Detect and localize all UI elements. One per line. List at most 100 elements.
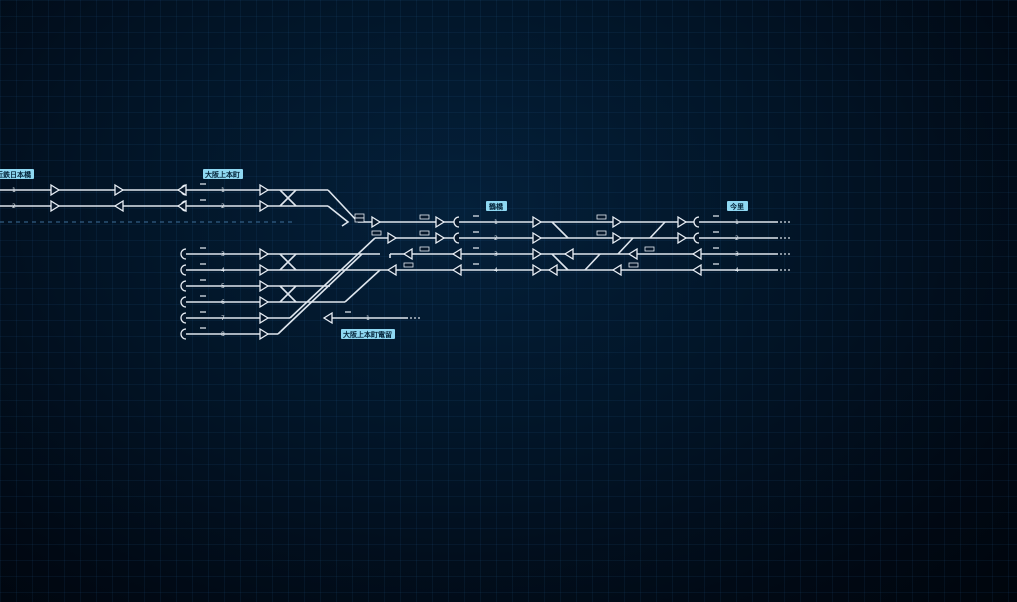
- signal-right-icon[interactable]: [612, 215, 623, 229]
- station-name: 今里: [729, 202, 744, 211]
- signal-right-icon[interactable]: [50, 199, 61, 213]
- train-indicator[interactable]: [354, 213, 365, 219]
- buffer-stop-icon: [180, 248, 187, 260]
- signal-right-icon[interactable]: [532, 215, 543, 229]
- signal-right-icon[interactable]: [435, 215, 446, 229]
- signal-right-icon[interactable]: [677, 215, 688, 229]
- station-name: 近鉄日本橋: [0, 170, 32, 179]
- train-indicator[interactable]: [596, 214, 607, 220]
- signal-right-icon[interactable]: [259, 295, 270, 309]
- train-indicator[interactable]: [371, 230, 382, 236]
- track-number: 7: [221, 315, 225, 322]
- signal-right-icon[interactable]: [259, 263, 270, 277]
- station-label-nipponbashi[interactable]: 近鉄日本橋: [0, 169, 34, 179]
- ellipsis-icon: [780, 237, 790, 239]
- signals[interactable]: [50, 183, 702, 341]
- track-number: 1: [366, 315, 370, 322]
- signal-left-icon[interactable]: [691, 263, 702, 277]
- buffer-stop-icon: [180, 312, 187, 324]
- signal-right-icon[interactable]: [612, 231, 623, 245]
- signal-left-icon[interactable]: [322, 311, 333, 325]
- track-main-2-converge: [327, 205, 350, 227]
- signal-left-icon[interactable]: [563, 247, 574, 261]
- signal-right-icon[interactable]: [435, 231, 446, 245]
- signal-left-icon[interactable]: [402, 247, 413, 261]
- station-name: 鶴橋: [489, 202, 504, 211]
- signal-right-icon[interactable]: [532, 247, 543, 261]
- track-lines: [0, 189, 778, 335]
- signal-right-icon[interactable]: [532, 263, 543, 277]
- train-indicator[interactable]: [644, 246, 655, 252]
- signal-right-icon[interactable]: [259, 279, 270, 293]
- track-main-1-converge: [327, 189, 359, 223]
- buffer-stop-icon: [693, 232, 700, 244]
- ramp-u6: [344, 269, 381, 303]
- signal-right-icon[interactable]: [532, 231, 543, 245]
- buffer-stop-icon: [693, 216, 700, 228]
- track-number: 6: [221, 299, 225, 306]
- buffer-stop-icon: [180, 264, 187, 276]
- ellipsis-icon: [410, 317, 420, 319]
- signal-left-icon[interactable]: [691, 247, 702, 261]
- track-number: 3: [494, 251, 498, 258]
- train-indicator[interactable]: [596, 230, 607, 236]
- train-indicator[interactable]: [628, 262, 639, 268]
- signal-right-icon[interactable]: [259, 199, 270, 213]
- train-indicator[interactable]: [419, 230, 430, 236]
- signal-left-icon[interactable]: [547, 263, 558, 277]
- signal-left-icon[interactable]: [611, 263, 622, 277]
- signal-left-icon[interactable]: [627, 247, 638, 261]
- signal-left-icon[interactable]: [176, 199, 187, 213]
- station-label-imazato[interactable]: 今里: [727, 201, 748, 211]
- crossover-tsuru-a: [551, 221, 569, 239]
- track-number: 1: [735, 219, 739, 226]
- ellipsis-icon: [780, 253, 790, 255]
- signal-right-icon[interactable]: [677, 231, 688, 245]
- track-number: 4: [221, 267, 225, 274]
- station-label-uehommachi-underground[interactable]: 大阪上本町電留: [341, 329, 395, 339]
- crossover-upper-b: [279, 189, 297, 207]
- track-number: 2: [12, 203, 16, 210]
- buffer-stop-icon: [453, 232, 460, 244]
- crossover-tsuru-d: [584, 253, 601, 271]
- ellipsis-icon: [780, 269, 790, 271]
- station-label-uehommachi[interactable]: 大阪上本町: [203, 169, 243, 179]
- buffer-stop-icon: [453, 216, 460, 228]
- ramp-u7: [289, 237, 376, 319]
- signal-right-icon[interactable]: [259, 247, 270, 261]
- signal-left-icon[interactable]: [113, 199, 124, 213]
- buffer-stop-icon: [180, 328, 187, 340]
- buffer-stop-icon: [180, 280, 187, 292]
- train-indicator[interactable]: [403, 262, 414, 268]
- signal-right-icon[interactable]: [259, 183, 270, 197]
- signal-right-icon[interactable]: [387, 231, 398, 245]
- station-name: 大阪上本町: [205, 170, 240, 179]
- signal-right-icon[interactable]: [50, 183, 61, 197]
- track-number: 2: [735, 235, 739, 242]
- track-number: 1: [494, 219, 498, 226]
- signal-left-icon[interactable]: [451, 263, 462, 277]
- ellipsis-icon: [780, 221, 790, 223]
- signal-right-icon[interactable]: [259, 311, 270, 325]
- continuation-dots: [410, 221, 790, 319]
- crossover-u34-b: [279, 253, 297, 271]
- station-label-tsuruhashi[interactable]: 鶴橋: [486, 201, 507, 211]
- signal-left-icon[interactable]: [386, 263, 397, 277]
- track-number: 3: [735, 251, 739, 258]
- signal-left-icon[interactable]: [176, 183, 187, 197]
- train-chips[interactable]: [354, 213, 655, 268]
- train-indicator[interactable]: [354, 217, 365, 223]
- crossover-tsuru-e: [617, 237, 634, 255]
- station-name: 大阪上本町電留: [343, 330, 392, 339]
- track-number: 1: [221, 187, 225, 194]
- train-indicator[interactable]: [419, 246, 430, 252]
- signal-right-icon[interactable]: [259, 327, 270, 341]
- signal-right-icon[interactable]: [114, 183, 125, 197]
- train-indicator[interactable]: [419, 214, 430, 220]
- track-numbers: 1 2 1 2 3 4 5 6 7 8 1 2 3 4 1 2 3 4 1: [12, 187, 739, 338]
- signal-left-icon[interactable]: [451, 247, 462, 261]
- track-number: 8: [221, 331, 225, 338]
- track-number: 5: [221, 283, 225, 290]
- signal-right-icon[interactable]: [371, 215, 382, 229]
